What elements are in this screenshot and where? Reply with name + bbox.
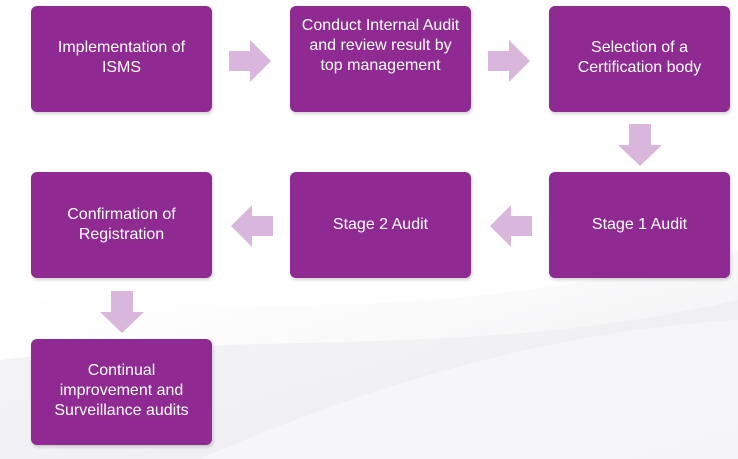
step-selection-of-certification-body: Selection of a Certification body — [549, 6, 730, 112]
arrow-left-icon — [490, 205, 532, 247]
step-confirmation-of-registration: Confirmation of Registration — [31, 172, 212, 278]
step-label: Stage 1 Audit — [591, 216, 688, 233]
arrow-down-icon — [618, 124, 662, 166]
step-label: Conduct Internal Audit and review result… — [301, 17, 460, 74]
arrow-down-icon — [100, 291, 144, 333]
step-label: Implementation of ISMS — [57, 39, 186, 76]
step-label: Confirmation of Registration — [67, 206, 176, 243]
step-label: Selection of a Certification body — [577, 39, 702, 76]
arrow-right-icon — [229, 40, 271, 82]
step-stage-2-audit: Stage 2 Audit — [290, 172, 471, 278]
step-continual-improvement: Continual improvement and Surveillance a… — [31, 339, 212, 445]
step-label: Continual improvement and Surveillance a… — [54, 362, 189, 419]
step-label: Stage 2 Audit — [332, 216, 429, 233]
step-conduct-internal-audit: Conduct Internal Audit and review result… — [290, 6, 471, 112]
arrow-right-icon — [488, 40, 530, 82]
arrow-left-icon — [231, 205, 273, 247]
step-stage-1-audit: Stage 1 Audit — [549, 172, 730, 278]
step-implementation-of-isms: Implementation of ISMS — [31, 6, 212, 112]
